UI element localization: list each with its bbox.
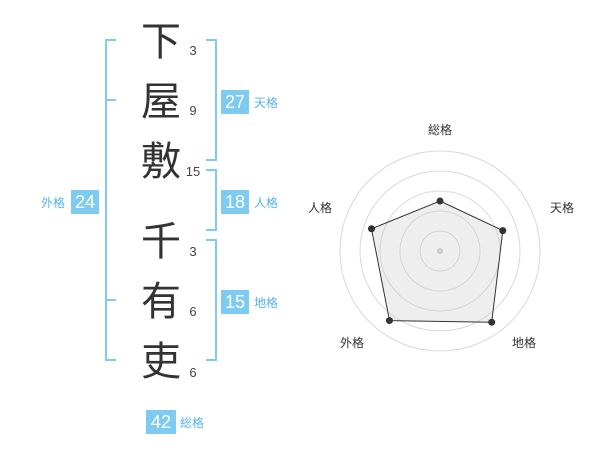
- jinkaku-value: 18: [221, 190, 249, 214]
- radar-point-2: [499, 227, 507, 235]
- radar-axis-label-chikaku: 地格: [511, 336, 536, 350]
- jinkaku-label: 人格: [254, 196, 279, 210]
- surname-stroke-3: 15: [185, 164, 201, 179]
- radar-grid-ring: [359, 170, 521, 332]
- given-stroke-3: 6: [189, 365, 197, 380]
- given-stroke-2: 6: [189, 304, 197, 319]
- tenkaku-label: 天格: [254, 96, 279, 110]
- radar-axis-label-soukaku: 総格: [427, 123, 452, 137]
- jinkaku-bracket: [206, 169, 217, 231]
- radar-grid-ring: [419, 230, 461, 272]
- surname-char-1: 下: [141, 19, 181, 65]
- radar-point-3: [488, 318, 496, 326]
- given-stroke-1: 3: [189, 244, 197, 259]
- tenkaku-value: 27: [221, 90, 249, 114]
- tenkaku-bracket: [206, 39, 217, 161]
- radar-grid-ring: [399, 210, 481, 292]
- radar-point-4: [385, 317, 393, 325]
- chikaku-label: 地格: [254, 296, 279, 310]
- surname-char-2: 屋: [141, 79, 181, 125]
- gaikaku-value: 24: [71, 190, 99, 214]
- gaikaku-bracket: [105, 39, 116, 361]
- surname-stroke-2: 9: [189, 103, 197, 118]
- soukaku-label: 総格: [180, 416, 205, 430]
- radar-point-5: [368, 225, 376, 233]
- surname-stroke-1: 3: [189, 43, 197, 58]
- radar-axis-label-tenkaku: 天格: [549, 201, 574, 215]
- radar-point-1: [436, 197, 444, 205]
- chikaku-value: 15: [221, 290, 249, 314]
- given-char-3: 吏: [141, 339, 181, 385]
- given-char-1: 千: [141, 219, 181, 265]
- soukaku-value: 42: [146, 410, 176, 434]
- radar-axis-label-jinkaku: 人格: [307, 201, 332, 215]
- radar-grid-ring: [339, 150, 541, 352]
- surname-char-3: 敷: [141, 139, 181, 185]
- radar-axis-label-gaikaku: 外格: [339, 336, 364, 350]
- gaikaku-label: 外格: [41, 196, 66, 210]
- chikaku-bracket: [206, 239, 217, 361]
- given-char-2: 有: [141, 279, 181, 325]
- radar-center-dot: [437, 248, 443, 254]
- radar-data-polygon: [370, 200, 504, 323]
